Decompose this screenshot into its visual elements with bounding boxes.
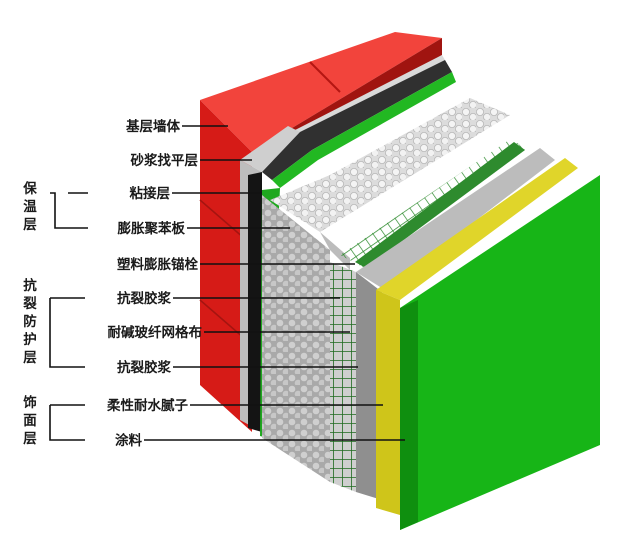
paint-edge [400,300,418,530]
brick-top [200,32,442,152]
group-anti-crack-char: 裂 [22,295,37,312]
group-anti-crack-char: 护 [23,331,37,348]
mesh-layer [330,138,525,492]
dark-front [248,172,262,432]
label-paint: 涂料 [115,432,142,449]
bracket-finish [49,405,85,441]
label-adhesive: 粘接层 [130,185,171,202]
label-anti-crack-2: 抗裂胶浆 [117,359,171,376]
label-mortar-leveling: 砂浆找平层 [131,152,199,169]
label-eps-board: 膨胀聚苯板 [118,220,186,237]
group-finish-char: 饰 [23,394,37,411]
eps-board-layer [262,98,510,482]
eps-front [262,195,330,482]
label-plastic-anchor: 塑料膨胀锚栓 [117,256,198,273]
mesh-front [330,262,356,492]
mortar-corner [240,126,300,172]
bracket-anti-crack [49,298,85,368]
yellow-top [376,158,578,300]
label-alkali-mesh: 耐碱玻纤网格布 [108,324,203,341]
group-insulation-char: 温 [23,199,37,215]
leader-lines [144,125,405,441]
label-anti-crack-1: 抗裂胶浆 [117,290,171,307]
group-anti-crack-char: 层 [23,350,37,366]
eps-top [270,98,510,232]
green-paint-layer [400,175,600,530]
group-finish-char: 层 [23,431,37,447]
bracket-insulation [50,192,88,229]
group-anti-crack-char: 抗 [23,277,37,294]
grey-mortar-layer [356,148,555,500]
group-brackets [49,192,88,441]
group-insulation-char: 保 [22,180,37,197]
brick-front [200,100,252,432]
group-anti-crack-char: 防 [23,313,37,330]
group-finish-char: 面 [23,413,37,429]
layer-labels: 基层墙体 砂浆找平层 粘接层 膨胀聚苯板 塑料膨胀锚栓 抗裂胶浆 耐碱玻纤网格布… [106,118,202,449]
group-insulation-char: 层 [23,217,37,233]
label-flexible-putty: 柔性耐水腻子 [106,397,188,414]
grey-front [356,272,382,500]
label-base-wall: 基层墙体 [126,118,180,135]
group-labels: 保 温 层 抗 裂 防 护 层 饰 面 层 [22,180,37,447]
mortar-band-top [355,142,525,268]
eps-corner [320,232,350,270]
yellow-putty-layer [376,158,578,515]
yellow-front [376,290,400,515]
paint-front [400,175,600,530]
brick-joint [309,61,341,93]
grey-top [356,148,555,290]
green-top [272,72,456,188]
dark-top [262,60,452,180]
